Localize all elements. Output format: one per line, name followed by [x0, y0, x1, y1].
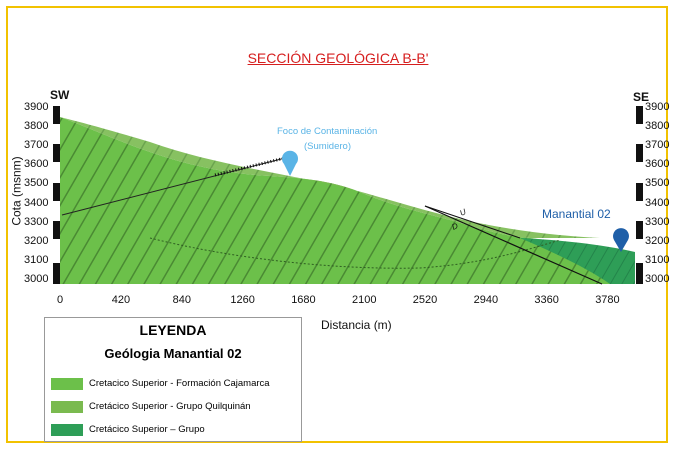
x-tick: 840 — [172, 294, 191, 306]
x-tick: 1680 — [291, 294, 316, 306]
x-tick: 3360 — [534, 294, 559, 306]
sw-label: SW — [50, 88, 70, 102]
contamination-marker — [282, 150, 298, 176]
x-tick: 3780 — [595, 294, 620, 306]
y-tick-right: 3500 — [645, 177, 670, 190]
legend-swatch — [51, 401, 83, 413]
legend-subtitle: Geólogia Manantial 02 — [104, 346, 242, 361]
legend-item: Cretácico Superior - Grupo Quilquinán — [51, 401, 301, 415]
x-axis-label: Distancia (m) — [321, 318, 392, 332]
y-tick-left: 3500 — [24, 177, 49, 190]
legend-box: LEYENDA Geólogia Manantial 02 Cretacico … — [44, 317, 302, 442]
y-tick-right: 3700 — [645, 139, 670, 152]
fault-line — [424, 205, 603, 285]
legend-label: Cretácico Superior - Grupo Quilquinán — [89, 401, 251, 412]
legend-label: Cretácico Superior – Grupo — [89, 424, 205, 435]
section-title: SECCIÓN GEOLÓGICA B-B' — [247, 50, 429, 66]
x-tick: 2100 — [352, 294, 377, 306]
legend-swatch — [51, 424, 83, 436]
y-tick-left: 3700 — [24, 139, 49, 152]
y-tick-right: 3600 — [645, 158, 670, 171]
x-tick: 1260 — [230, 294, 255, 306]
y-tick-right: 3200 — [645, 234, 670, 247]
contact-line — [149, 237, 561, 269]
y-tick-left: 3800 — [24, 120, 49, 133]
legend-swatch — [51, 378, 83, 390]
legend-item: Cretacico Superior - Formación Cajamarca — [51, 378, 301, 392]
legend-title: LEYENDA — [139, 322, 207, 338]
focus-label-2: (Sumidero) — [304, 141, 351, 152]
spring-label: Manantial 02 — [542, 207, 611, 221]
y-tick-right: 3800 — [645, 120, 670, 133]
y-tick-right: 3100 — [645, 253, 670, 266]
fault-line-2 — [424, 205, 521, 239]
focus-label-1: Foco de Contaminación — [277, 126, 378, 137]
x-tick: 0 — [57, 294, 64, 306]
y-tick-left: 3200 — [24, 234, 49, 247]
x-tick: 2520 — [412, 294, 438, 306]
right-elevation-bar — [636, 106, 643, 284]
unit-se — [520, 238, 635, 284]
unit-lower — [60, 117, 635, 284]
y-tick-right: 3900 — [645, 101, 670, 113]
y-tick-left: 3000 — [24, 272, 49, 285]
sinkhole-hachure — [214, 156, 286, 177]
y-tick-right: 3300 — [645, 215, 670, 228]
y-tick-left: 3400 — [24, 196, 49, 209]
left-elevation-bar — [53, 106, 60, 284]
y-tick-right: 3000 — [645, 272, 670, 285]
spring-marker — [613, 228, 629, 252]
legend-item: Cretácico Superior – Grupo — [51, 424, 301, 438]
legend-label: Cretacico Superior - Formación Cajamarca — [89, 378, 270, 389]
y-tick-left: 3100 — [24, 253, 49, 266]
se-label: SE — [633, 90, 650, 104]
y-tick-right: 3400 — [645, 196, 670, 209]
y-tick-left: 3600 — [24, 158, 49, 171]
figure-frame — [6, 6, 668, 443]
x-tick: 2940 — [473, 294, 499, 306]
y-tick-left: 3900 — [24, 101, 49, 113]
x-tick: 420 — [111, 294, 131, 306]
y-tick-left: 3300 — [24, 215, 49, 228]
